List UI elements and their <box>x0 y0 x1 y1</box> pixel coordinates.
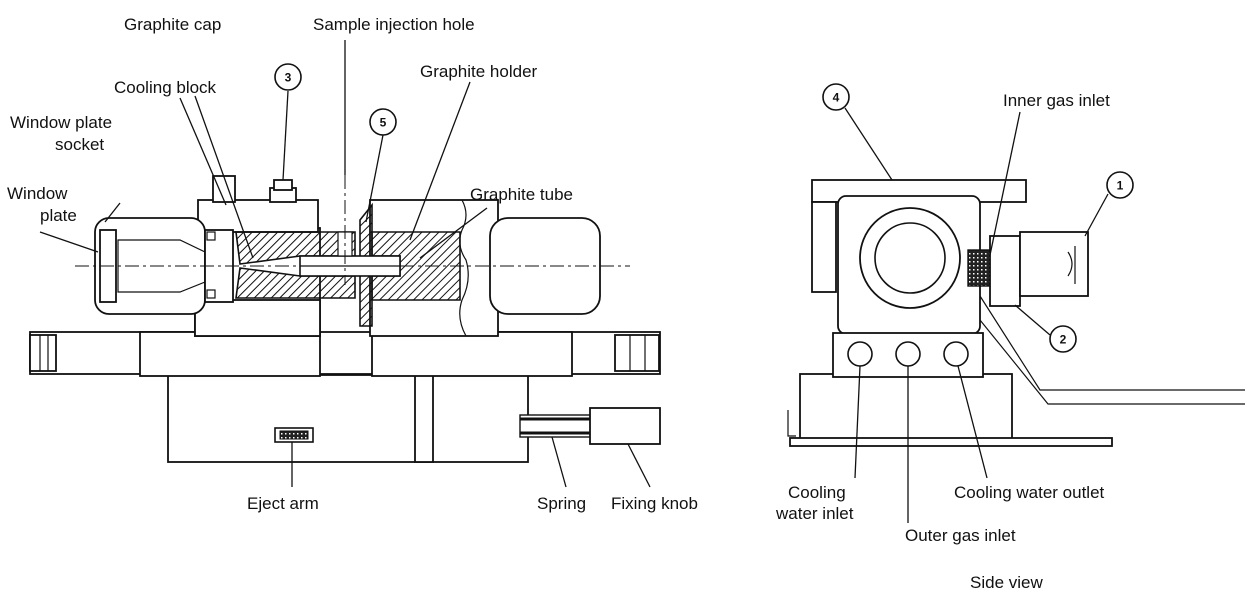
leader-callout-2 <box>1014 304 1051 336</box>
port-cooling-water-inlet <box>847 341 873 367</box>
label-cooling-water-inlet-2: water inlet <box>775 504 854 523</box>
leader-cooling-water-inlet <box>854 365 861 479</box>
leader-cooling-block <box>179 97 227 206</box>
callout-4-circle <box>822 83 850 111</box>
rail-end-right <box>614 334 660 372</box>
leader-graphite-tube <box>419 207 488 259</box>
label-spring: Spring <box>537 494 586 513</box>
cooling-block-top <box>197 199 319 233</box>
label-graphite-tube: Graphite tube <box>470 185 573 204</box>
label-outer-gas-inlet: Outer gas inlet <box>905 526 1016 545</box>
label-cooling-water-inlet-1: Cooling <box>788 483 846 502</box>
callout-1-circle <box>1106 171 1134 199</box>
label-cooling-water-outlet: Cooling water outlet <box>954 483 1105 502</box>
rail-center-left <box>139 331 321 377</box>
callout-2: 2 <box>1060 333 1067 347</box>
label-sample-injection-hole: Sample injection hole <box>313 15 475 34</box>
leader-window-socket <box>104 202 121 223</box>
leader-fixing-knob <box>627 443 651 488</box>
label-window-plate-1: Window <box>7 184 68 203</box>
callout-3-circle <box>274 63 302 91</box>
leader-bolt-3 <box>282 90 289 181</box>
label-side-view: Side view <box>970 573 1043 592</box>
label-cooling-block: Cooling block <box>114 78 217 97</box>
base-divider <box>414 374 434 463</box>
callout-5: 5 <box>380 116 387 130</box>
callout-5-circle <box>369 108 397 136</box>
fixing-knob <box>589 407 661 445</box>
label-eject-arm: Eject arm <box>247 494 319 513</box>
label-window-plate-socket-1: Window plate <box>10 113 112 132</box>
rail-center-right <box>371 331 573 377</box>
label-fixing-knob: Fixing knob <box>611 494 698 513</box>
side-bar-arm <box>811 201 837 293</box>
bolt-3-head <box>273 179 293 191</box>
base-block <box>167 374 529 463</box>
leader-callout-1 <box>1084 193 1109 237</box>
side-base-block <box>799 373 1013 441</box>
leader-5 <box>365 134 384 223</box>
label-graphite-holder: Graphite holder <box>420 62 538 81</box>
side-window-inner <box>874 222 946 294</box>
label-window-plate-socket-2: socket <box>55 135 104 154</box>
leader-window-plate <box>39 231 99 253</box>
leader-spring <box>551 436 567 488</box>
cooling-block-bottom <box>194 299 321 337</box>
port-outer-gas-inlet <box>895 341 921 367</box>
front-section-view: 3 5 Graphite cap Sample injection hole C… <box>7 15 698 513</box>
leader-graphite-cap <box>194 95 254 259</box>
label-graphite-cap: Graphite cap <box>124 15 221 34</box>
leader-callout-4 <box>844 107 893 181</box>
callout-2-circle <box>1049 325 1077 353</box>
side-base-plate <box>789 437 1113 447</box>
rail-end-left <box>29 334 57 372</box>
side-bracket <box>989 235 1021 307</box>
leader-cooling-water-outlet <box>957 365 988 479</box>
leader-graphite-holder <box>409 81 471 241</box>
label-inner-gas-inlet: Inner gas inlet <box>1003 91 1110 110</box>
side-connector-box <box>1019 231 1089 297</box>
side-view: 4 1 2 Inner gas inlet Cooling water inle… <box>775 83 1245 592</box>
callout-1: 1 <box>1117 179 1124 193</box>
port-cooling-water-outlet <box>943 341 969 367</box>
callout-3: 3 <box>285 71 292 85</box>
eject-arm-handle <box>279 430 309 440</box>
label-window-plate-2: plate <box>40 206 77 225</box>
leader-inner-gas <box>989 111 1021 256</box>
callout-4: 4 <box>833 91 840 105</box>
